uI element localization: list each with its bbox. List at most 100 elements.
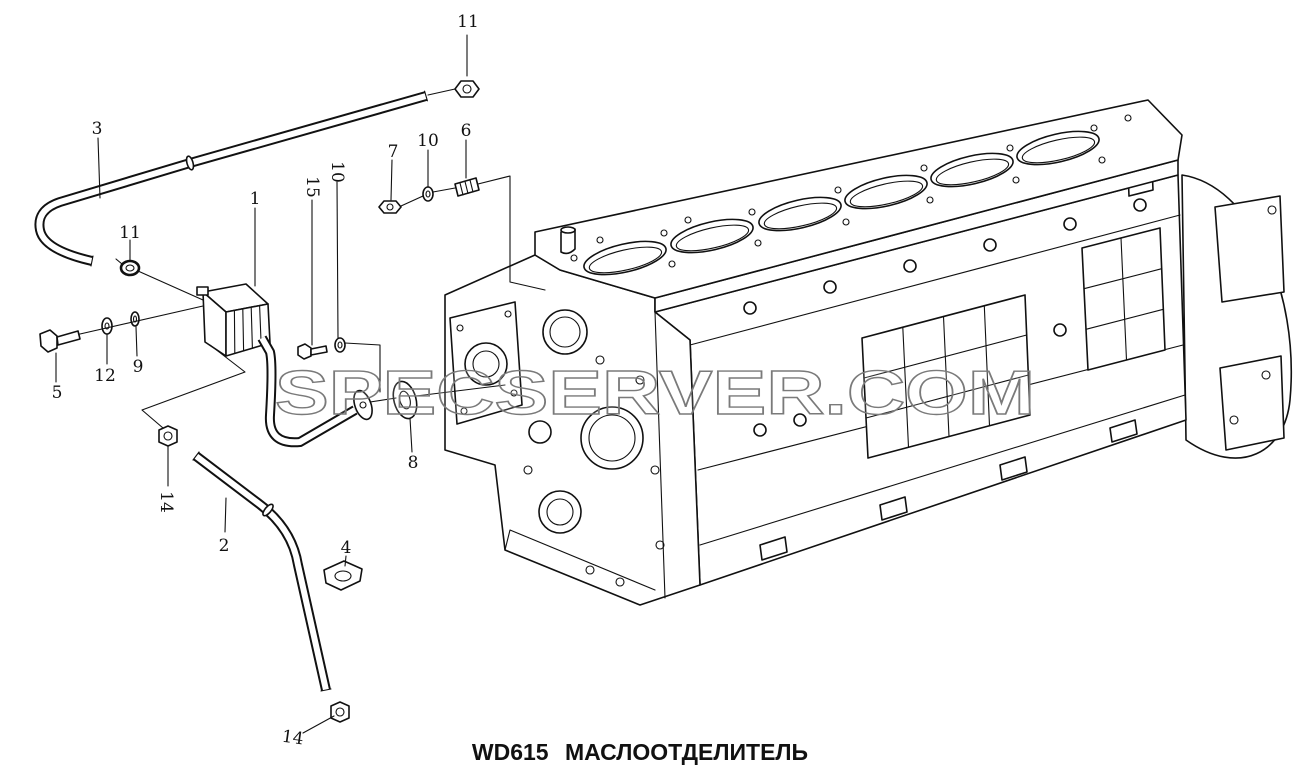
washer-12-hole	[104, 322, 110, 330]
clamp-14b-hole	[335, 707, 345, 717]
bolt-head	[39, 329, 58, 353]
tube-2-inner	[194, 453, 329, 691]
part-10-washer-lower	[334, 337, 346, 353]
part-1-outlet-tube	[257, 335, 373, 448]
tube-2-outline	[192, 452, 331, 692]
engine-block	[444, 99, 1292, 606]
nut-7-bore	[386, 203, 394, 211]
front-flange-bore-inner	[472, 350, 500, 378]
bore-rim	[670, 218, 754, 254]
front-flange-bore	[464, 342, 508, 386]
stud-threads	[459, 179, 474, 196]
bore-wall	[1021, 136, 1096, 164]
front-edge-lines	[504, 311, 666, 599]
watermark: SPECSERVER.COM	[275, 359, 1035, 428]
cylinder-bore-2	[670, 218, 754, 254]
breather-cover-grid	[863, 305, 1029, 448]
callout-10-upper: 10	[417, 131, 439, 151]
oil-separator-parts	[34, 34, 546, 734]
assembly-lines	[79, 88, 546, 429]
clamp-ring	[119, 259, 141, 277]
bore-rim	[583, 240, 667, 276]
deck-pipe-body	[560, 228, 576, 255]
washer-10b-hole	[425, 190, 431, 198]
callout-8: 8	[408, 453, 419, 473]
part-10-washer-upper	[422, 186, 434, 202]
bore-wall	[849, 180, 924, 208]
side-feet	[759, 419, 1138, 561]
gasket-hole	[399, 390, 411, 410]
cylinder-bore-3	[758, 196, 842, 232]
tube-2-ends	[192, 451, 332, 692]
part-5-bolt	[39, 329, 81, 353]
diagram-title: WD615 МАСЛООТДЕЛИТЕЛЬ	[472, 739, 808, 765]
callout-4: 4	[341, 538, 352, 558]
clamp-14a-hole	[163, 431, 173, 441]
part-14-clamp-lower	[330, 701, 350, 723]
bore-wall	[588, 246, 663, 274]
front-small-bore	[528, 420, 552, 444]
callout-12: 12	[94, 366, 116, 386]
tube-3-inner	[36, 93, 427, 264]
flywheel-housing-pads	[1214, 195, 1285, 451]
front-upper-bore-inner	[549, 316, 581, 348]
front-bolt-holes	[456, 310, 665, 587]
nut-hex	[454, 80, 480, 98]
nut-7-hex	[378, 200, 402, 214]
front-gear-bore-inner	[588, 414, 636, 462]
bolt-15-shank	[310, 345, 328, 356]
front-lower-bore-inner	[546, 498, 574, 526]
callout-3: 3	[92, 119, 103, 139]
front-lower-bore	[538, 490, 582, 534]
part-12-washer	[101, 317, 113, 335]
flywheel-housing-holes	[1229, 205, 1277, 425]
bore-rim	[930, 152, 1014, 188]
part-3-breather-tube	[34, 90, 428, 267]
clamp-14a-body	[158, 425, 178, 447]
front-upper-bore	[542, 309, 588, 355]
tube-3-ring	[185, 155, 195, 171]
deck-pipe-top	[560, 226, 576, 234]
cylinder-bore-6	[1016, 130, 1100, 166]
callout-9: 9	[133, 357, 144, 377]
side-bosses	[743, 198, 1147, 437]
cylinder-bore-1	[583, 240, 667, 276]
bore-wall	[763, 202, 838, 230]
callout-10-lower: 10	[327, 161, 347, 183]
block-side-details	[689, 165, 1186, 561]
bolt-shank	[56, 330, 81, 346]
washer-10a-hole	[337, 341, 343, 349]
part-6-stud	[454, 177, 480, 197]
part-7-nut	[378, 200, 402, 214]
clamp-tab	[115, 258, 123, 265]
cylinder-bore-4	[844, 174, 928, 210]
part-14-clamp-upper	[158, 425, 178, 447]
callout-7: 7	[388, 142, 399, 162]
separator-nipple	[196, 286, 209, 296]
callout-14-upper: 14	[156, 491, 176, 513]
part-11-nut-top	[454, 80, 480, 98]
part-1-oil-separator	[196, 283, 271, 357]
separator-fins	[233, 305, 262, 354]
clamp-4-hole	[334, 570, 352, 582]
deck-holes	[570, 114, 1132, 268]
bore-rim	[758, 196, 842, 232]
washer-9	[130, 311, 140, 327]
part-4-clamp	[323, 560, 363, 591]
callout-5: 5	[52, 383, 63, 403]
leader-lines	[55, 34, 468, 734]
cylinder-bores	[583, 130, 1100, 276]
callout-14-lower: 14	[281, 727, 305, 750]
washer-12	[101, 317, 113, 335]
callout-11-clamp: 11	[119, 223, 141, 243]
nut-bore	[462, 84, 472, 94]
cylinder-bore-5	[930, 152, 1014, 188]
bore-wall	[675, 224, 750, 252]
part-9-washer	[130, 311, 140, 327]
clamp-hole	[125, 264, 135, 272]
bore-rim	[1016, 130, 1100, 166]
part-2-dipstick-tube	[192, 451, 332, 692]
clamp-4-body	[323, 560, 363, 591]
clamp-14b-body	[330, 701, 350, 723]
